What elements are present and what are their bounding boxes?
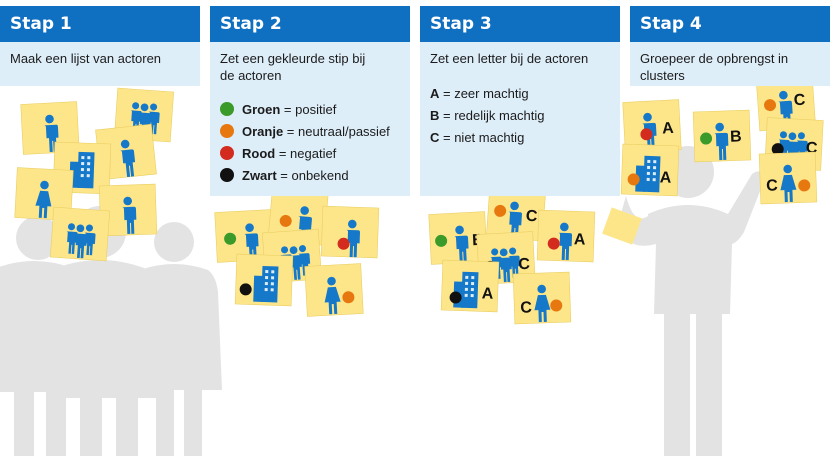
legend-red: Rood = negatief bbox=[220, 142, 400, 164]
note-letter-c: C bbox=[525, 208, 538, 226]
note-letter-b: B bbox=[730, 128, 742, 145]
note-letter-c: C bbox=[518, 256, 531, 274]
legend-orange: Oranje = neutraal/passief bbox=[220, 120, 400, 142]
note-letter-a: A bbox=[662, 120, 675, 138]
color-legend: Groen = positief Oranje = neutraal/passi… bbox=[220, 98, 400, 186]
step3-text: Zet een letter bij de actoren bbox=[430, 51, 589, 66]
step1-panel: Maak een lijst van actoren bbox=[0, 42, 200, 86]
step4-panel: Groepeer de opbrengst in clusters bbox=[630, 42, 830, 86]
step3-notes: B C A C A C bbox=[428, 186, 596, 325]
legend-letter-a: A = zeer machtig bbox=[430, 86, 529, 101]
step1-header: Stap 1 bbox=[0, 6, 200, 42]
note-letter-a: A bbox=[659, 169, 672, 186]
note-letter-c: C bbox=[766, 177, 779, 194]
step2-header: Stap 2 bbox=[210, 6, 410, 42]
step3-header: Stap 3 bbox=[420, 6, 620, 42]
step4-text: Groepeer de opbrengst in clusters bbox=[640, 51, 789, 83]
step2-notes bbox=[214, 190, 380, 317]
silhouette-people bbox=[0, 206, 222, 456]
step4-notes: A A B C C C bbox=[602, 76, 824, 245]
legend-green: Groen = positief bbox=[220, 98, 400, 120]
black-dot-icon bbox=[220, 168, 234, 182]
legend-letter-c: C = niet machtig bbox=[430, 130, 525, 145]
orange-dot-icon bbox=[220, 124, 234, 138]
step2-text: Zet een gekleurde stip bij de actoren bbox=[220, 51, 366, 83]
note-letter-c: C bbox=[793, 92, 806, 110]
green-dot-icon bbox=[220, 102, 234, 116]
step4-header: Stap 4 bbox=[630, 6, 830, 42]
note-letter-a: A bbox=[481, 285, 494, 302]
legend-black: Zwart = onbekend bbox=[220, 164, 400, 186]
red-dot-icon bbox=[220, 146, 234, 160]
note-letter-a: A bbox=[574, 231, 587, 248]
letter-legend: A = zeer machtig B = redelijk machtig C … bbox=[430, 83, 610, 149]
note-letter-c: C bbox=[520, 299, 533, 316]
step1-text: Maak een lijst van actoren bbox=[10, 51, 162, 66]
step3-panel: Zet een letter bij de actoren A = zeer m… bbox=[420, 42, 620, 196]
legend-letter-b: B = redelijk machtig bbox=[430, 108, 545, 123]
step2-panel: Zet een gekleurde stip bij de actoren Gr… bbox=[210, 42, 410, 196]
